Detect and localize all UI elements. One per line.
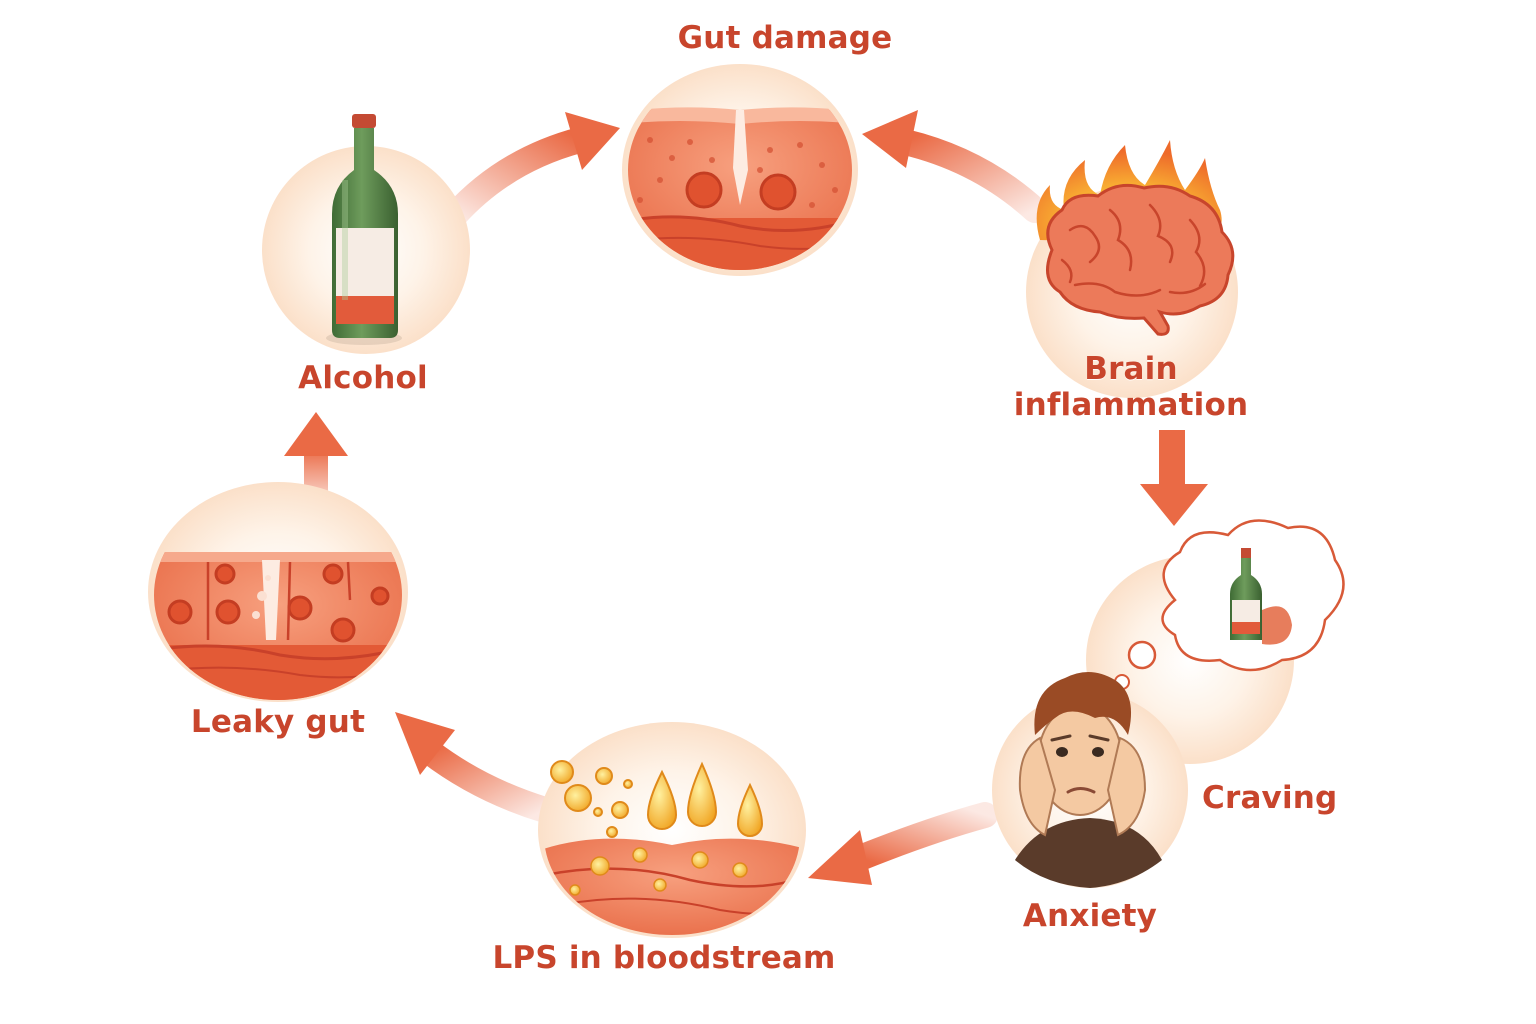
leaky-tissue-icon	[154, 552, 404, 705]
gut-damage-node	[620, 64, 860, 278]
craving-anxiety-node	[992, 520, 1343, 888]
label-brain-inflammation: Brain inflammation	[1014, 352, 1248, 423]
arrow-lps-to-leaky-gut	[395, 712, 545, 810]
arrow-brain-to-gut-damage	[862, 110, 1035, 210]
label-lps-in-bloodstream: LPS in bloodstream	[492, 940, 835, 977]
arrow-alcohol-to-gut-damage	[455, 112, 620, 215]
label-brain-line-2: inflammation	[1014, 388, 1248, 424]
label-alcohol: Alcohol	[298, 360, 428, 397]
label-craving: Craving	[1202, 780, 1337, 817]
lps-node	[538, 722, 810, 940]
label-leaky-gut: Leaky gut	[191, 704, 365, 741]
arrow-brain-to-craving	[1140, 430, 1208, 526]
alcohol-node	[262, 114, 470, 354]
label-brain-line-1: Brain	[1014, 352, 1248, 388]
tissue-cross-section-icon	[620, 107, 860, 278]
arrow-anxiety-to-lps	[808, 815, 985, 885]
label-gut-damage: Gut damage	[678, 20, 893, 57]
leaky-gut-node	[148, 482, 408, 705]
lps-tissue-icon	[540, 839, 810, 940]
wine-bottle-icon	[326, 114, 402, 345]
label-anxiety: Anxiety	[1023, 898, 1157, 935]
